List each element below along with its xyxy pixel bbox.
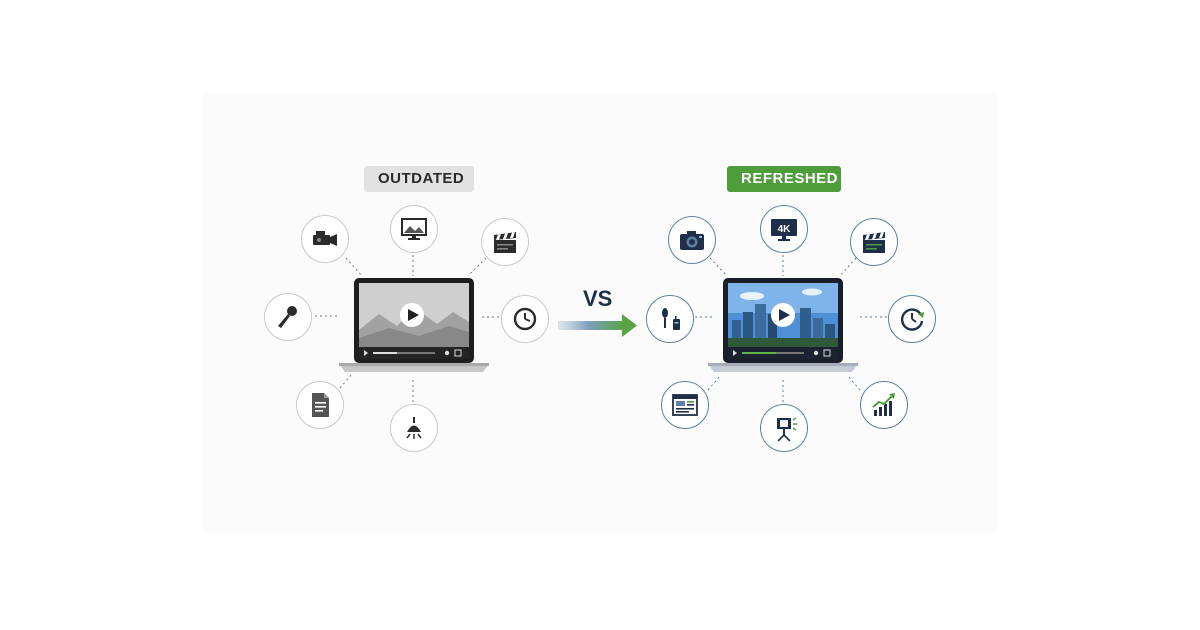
refreshed-badge: REFRESHED bbox=[727, 166, 841, 192]
camera-icon bbox=[668, 216, 716, 264]
arrow-icon bbox=[558, 314, 637, 337]
4k-monitor-icon: 4K bbox=[760, 205, 808, 253]
vs-label: VS bbox=[583, 286, 613, 311]
webpage-icon bbox=[661, 381, 709, 429]
spotlight-icon bbox=[390, 404, 438, 452]
microphone-icon bbox=[264, 293, 312, 341]
clapperboard-icon bbox=[481, 218, 529, 266]
lavalier-mic-icon bbox=[646, 295, 694, 343]
ring-light-icon bbox=[760, 404, 808, 452]
growth-chart-icon bbox=[860, 381, 908, 429]
4k-label: 4K bbox=[778, 224, 792, 235]
document-icon bbox=[296, 381, 344, 429]
video-camera-icon bbox=[301, 215, 349, 263]
comparison-panel bbox=[203, 93, 997, 533]
refreshed-laptop bbox=[708, 278, 858, 372]
clock-icon bbox=[501, 295, 549, 343]
outdated-badge: OUTDATED bbox=[364, 166, 474, 192]
outdated-laptop bbox=[339, 278, 489, 372]
clock-refresh-icon bbox=[888, 295, 936, 343]
monitor-image-icon bbox=[390, 205, 438, 253]
clapperboard-icon bbox=[850, 218, 898, 266]
